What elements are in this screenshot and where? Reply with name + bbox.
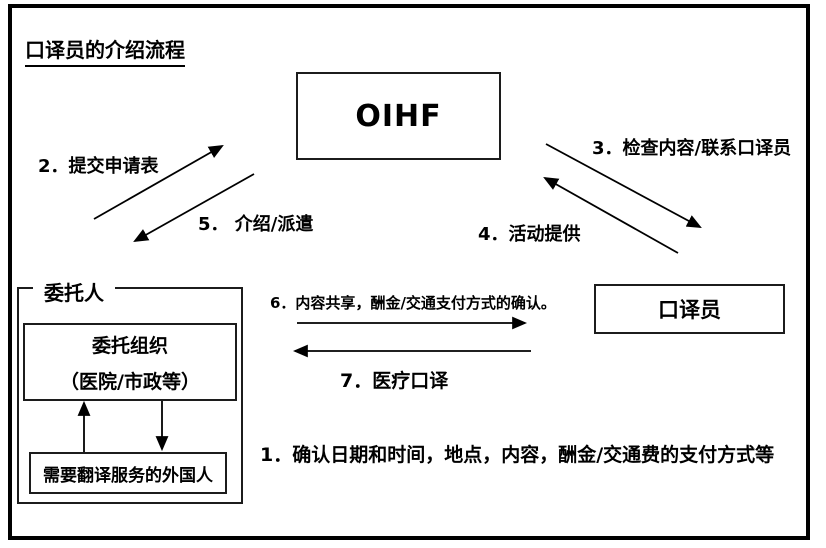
client-group-box: 委托人 委托组织 （医院/市政等） 需要翻译服务的外国人 [17, 277, 243, 504]
diagram-title: 口译员的介绍流程 [25, 34, 185, 67]
client-org-subtitle: （医院/市政等） [60, 370, 200, 393]
client-group-label: 委托人 [33, 277, 115, 306]
interpreter-box-label: 口译员 [658, 298, 721, 322]
client-org-box: 委托组织 （医院/市政等） [23, 323, 237, 401]
step1-note: 1．确认日期和时间，地点，内容，酬金/交通费的支付方式等 [260, 444, 775, 466]
step2-label: 2．提交申请表 [38, 156, 159, 177]
foreigner-box: 需要翻译服务的外国人 [29, 452, 227, 494]
oihf-box-label: OIHF [355, 98, 442, 134]
foreigner-box-label: 需要翻译服务的外国人 [43, 465, 213, 486]
step6-label: 6．内容共享，酬金/交通支付方式的确认。 [270, 294, 556, 312]
step4-label: 4．活动提供 [478, 224, 581, 245]
step7-label: 7．医疗口译 [340, 370, 449, 392]
outer-border [8, 4, 810, 540]
step5-label: 5． 介绍/派遣 [198, 214, 314, 235]
client-org-name: 委托组织 [91, 334, 168, 357]
oihf-box: OIHF [296, 72, 501, 160]
step3-label: 3．检查内容/联系口译员 [592, 138, 792, 159]
interpreter-box: 口译员 [594, 284, 785, 334]
